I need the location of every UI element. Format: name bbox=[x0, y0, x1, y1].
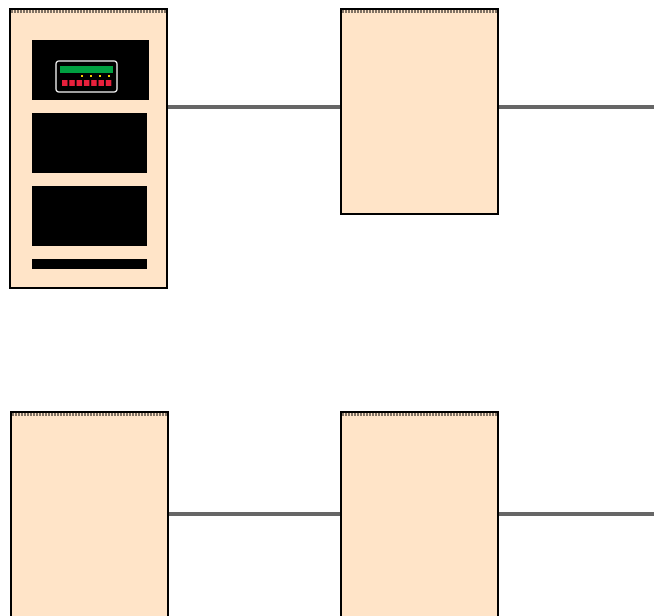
blank-slot-1 bbox=[32, 113, 147, 173]
device-port-led bbox=[62, 80, 68, 86]
device-port-led bbox=[84, 80, 90, 86]
rack-d-body bbox=[341, 412, 498, 616]
device-port-led bbox=[91, 80, 97, 86]
device-port-led bbox=[106, 80, 112, 86]
status-device-bar bbox=[60, 66, 113, 73]
device-indicator-dot bbox=[90, 75, 92, 77]
status-device[interactable] bbox=[56, 61, 117, 92]
status-device-leds bbox=[62, 80, 111, 86]
device-port-led bbox=[69, 80, 75, 86]
rack-b-body bbox=[341, 9, 498, 214]
thin-slot bbox=[32, 259, 147, 269]
device-port-led bbox=[99, 80, 105, 86]
rack-b[interactable] bbox=[341, 9, 498, 214]
device-indicator-dot bbox=[81, 75, 83, 77]
device-port-led bbox=[77, 80, 83, 86]
device-indicator-dot bbox=[99, 75, 101, 77]
rack-c-body bbox=[11, 412, 168, 616]
blank-slot-2 bbox=[32, 186, 147, 246]
rack-c[interactable] bbox=[11, 412, 168, 616]
rack-d[interactable] bbox=[341, 412, 498, 616]
status-device-frame bbox=[56, 61, 117, 92]
rack-a[interactable] bbox=[10, 9, 167, 288]
device-indicator-dot bbox=[108, 75, 110, 77]
